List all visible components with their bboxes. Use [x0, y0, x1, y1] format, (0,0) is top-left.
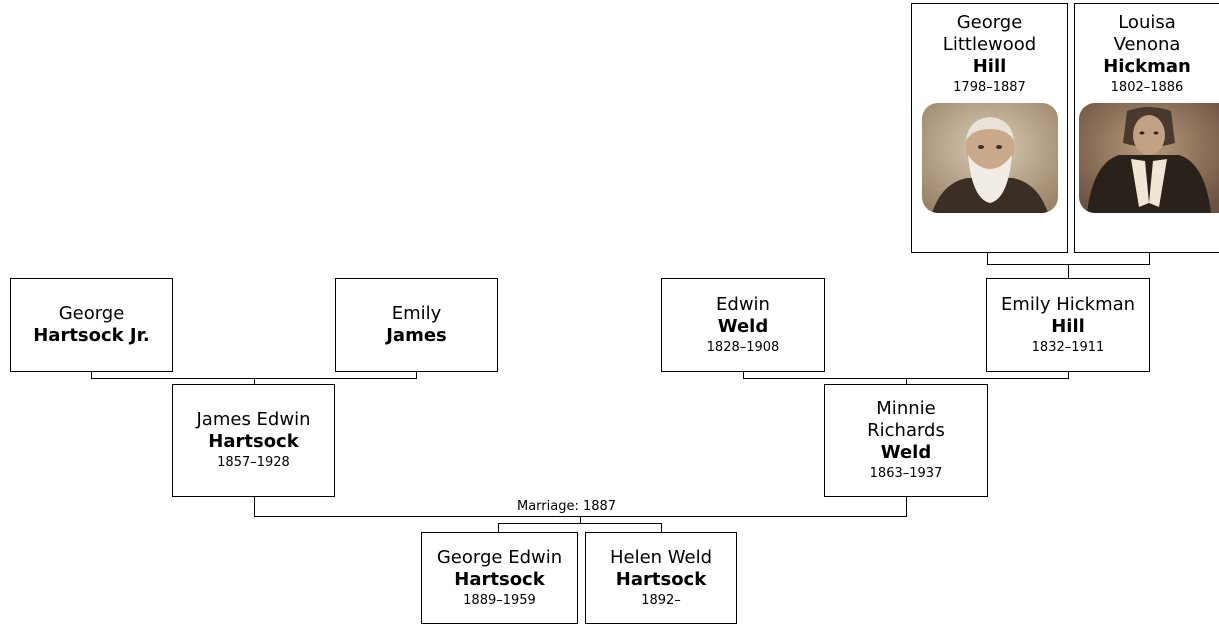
person-helen-weld-hartsock[interactable]: Helen Weld Hartsock 1892–	[585, 532, 737, 624]
life-dates: 1828–1908	[706, 339, 780, 355]
surname: James	[386, 325, 447, 346]
surname: Hill	[972, 56, 1007, 77]
given-name: Emily	[391, 303, 442, 324]
surname: Hill	[1051, 315, 1085, 337]
connector	[91, 371, 92, 379]
portrait-photo	[1079, 103, 1219, 213]
surname: Hartsock Jr.	[33, 325, 150, 346]
marriage-label: Marriage: 1887	[515, 499, 619, 515]
life-dates: 1857–1928	[217, 455, 290, 470]
given-name: Helen Weld	[609, 546, 713, 568]
given-name: George	[58, 303, 125, 324]
connector	[580, 516, 581, 524]
person-edwin-weld[interactable]: Edwin Weld 1828–1908	[661, 278, 825, 372]
person-emily-james[interactable]: Emily James	[335, 278, 498, 372]
connector	[498, 523, 499, 533]
life-dates: 1892–	[641, 592, 681, 608]
given-name: George Edwin	[436, 546, 563, 568]
connector	[987, 252, 988, 265]
given-name: James Edwin	[196, 409, 311, 430]
life-dates: 1802–1886	[1110, 80, 1184, 95]
connector	[254, 496, 255, 517]
person-george-littlewood-hill[interactable]: George Littlewood Hill 1798–1887	[911, 3, 1068, 253]
connector	[743, 371, 744, 379]
connector	[906, 496, 907, 517]
surname: Hickman	[1103, 56, 1191, 77]
life-dates: 1798–1887	[953, 80, 1026, 95]
surname: Hartsock	[208, 431, 299, 452]
life-dates: 1889–1959	[463, 592, 536, 608]
person-george-edwin-hartsock[interactable]: George Edwin Hartsock 1889–1959	[421, 532, 578, 624]
connector	[416, 371, 417, 379]
person-james-edwin-hartsock[interactable]: James Edwin Hartsock 1857–1928	[172, 384, 335, 497]
surname: Hartsock	[454, 568, 545, 590]
given-name: Edwin	[716, 293, 770, 315]
surname: Weld	[717, 315, 769, 337]
connector	[661, 523, 662, 533]
life-dates: 1832–1911	[1031, 339, 1105, 355]
connector	[1068, 264, 1069, 278]
given-name: Emily Hickman	[1000, 293, 1136, 315]
connector	[498, 523, 662, 524]
person-george-hartsock-jr[interactable]: George Hartsock Jr.	[10, 278, 173, 372]
connector	[254, 378, 255, 385]
given-name: George Littlewood	[942, 12, 1037, 55]
person-louisa-venona-hickman[interactable]: Louisa Venona Hickman 1802–1886	[1074, 3, 1219, 253]
person-minnie-richards-weld[interactable]: Minnie Richards Weld 1863–1937	[824, 384, 988, 497]
surname: Weld	[880, 442, 932, 463]
given-name: Louisa Venona	[1113, 12, 1181, 55]
life-dates: 1863–1937	[869, 466, 943, 481]
given-name: Minnie Richards	[867, 398, 945, 441]
person-emily-hickman-hill[interactable]: Emily Hickman Hill 1832–1911	[986, 278, 1150, 372]
portrait-photo	[921, 103, 1058, 213]
connector	[1149, 252, 1150, 265]
connector	[906, 378, 907, 385]
connector	[1068, 371, 1069, 379]
surname: Hartsock	[615, 568, 707, 590]
